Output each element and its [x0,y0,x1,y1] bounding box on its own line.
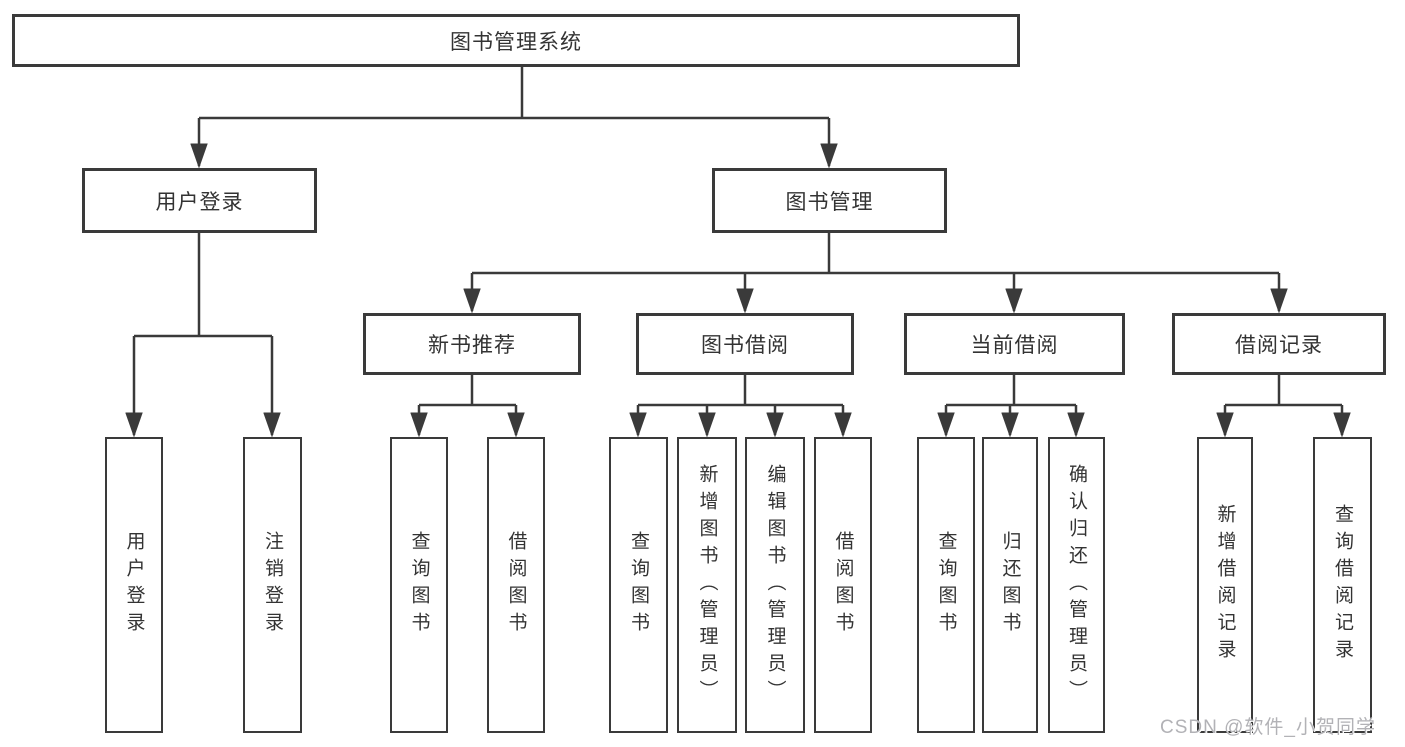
node-leaf-edit-book-admin: 编辑图书（管理员） [745,437,805,733]
node-leaf-borrow-books-2: 借阅图书 [814,437,872,733]
node-book-management: 图书管理 [712,168,947,233]
node-leaf-confirm-return-admin: 确认归还（管理员） [1048,437,1105,733]
node-leaf-query-books-2-label: 查询图书 [628,531,649,639]
node-user-login: 用户登录 [82,168,317,233]
node-leaf-logout-label: 注销登录 [262,531,283,639]
node-leaf-confirm-return-admin-label: 确认归还（管理员） [1066,463,1087,707]
node-leaf-add-book-admin: 新增图书（管理员） [677,437,737,733]
node-leaf-query-books-2: 查询图书 [609,437,668,733]
node-leaf-query-books-3: 查询图书 [917,437,975,733]
node-leaf-add-book-admin-label: 新增图书（管理员） [696,463,718,707]
node-current-borrow-label: 当前借阅 [970,334,1059,357]
node-leaf-return-book-label: 归还图书 [999,531,1021,639]
node-user-login-label: 用户登录 [155,190,244,214]
watermark: CSDN @软件_小贺同学 [1160,717,1376,738]
node-book-management-label: 图书管理 [785,190,874,214]
node-leaf-add-borrow-record: 新增借阅记录 [1197,437,1253,733]
node-root-label: 图书管理系统 [450,30,582,54]
node-leaf-borrow-books-2-label: 借阅图书 [832,531,854,639]
node-leaf-borrow-books-1: 借阅图书 [487,437,545,733]
node-leaf-user-login: 用户登录 [105,437,163,733]
node-leaf-edit-book-admin-label: 编辑图书（管理员） [764,463,786,707]
node-leaf-query-books-3-label: 查询图书 [935,531,957,639]
node-current-borrow: 当前借阅 [904,313,1125,375]
node-new-book-recommend-label: 新书推荐 [428,334,516,357]
node-leaf-logout: 注销登录 [243,437,302,733]
node-leaf-query-books-1-label: 查询图书 [408,531,430,639]
node-book-borrow: 图书借阅 [636,313,854,375]
node-leaf-add-borrow-record-label: 新增借阅记录 [1214,504,1236,666]
node-borrow-records-label: 借阅记录 [1235,334,1323,357]
node-root: 图书管理系统 [12,14,1020,67]
node-new-book-recommend: 新书推荐 [363,313,581,375]
node-leaf-query-books-1: 查询图书 [390,437,448,733]
node-leaf-query-borrow-record: 查询借阅记录 [1313,437,1372,733]
node-borrow-records: 借阅记录 [1172,313,1386,375]
node-leaf-borrow-books-1-label: 借阅图书 [505,531,527,639]
node-leaf-user-login-label: 用户登录 [123,531,145,639]
node-leaf-query-borrow-record-label: 查询借阅记录 [1332,504,1353,666]
node-book-borrow-label: 图书借阅 [701,334,789,357]
node-leaf-return-book: 归还图书 [982,437,1038,733]
